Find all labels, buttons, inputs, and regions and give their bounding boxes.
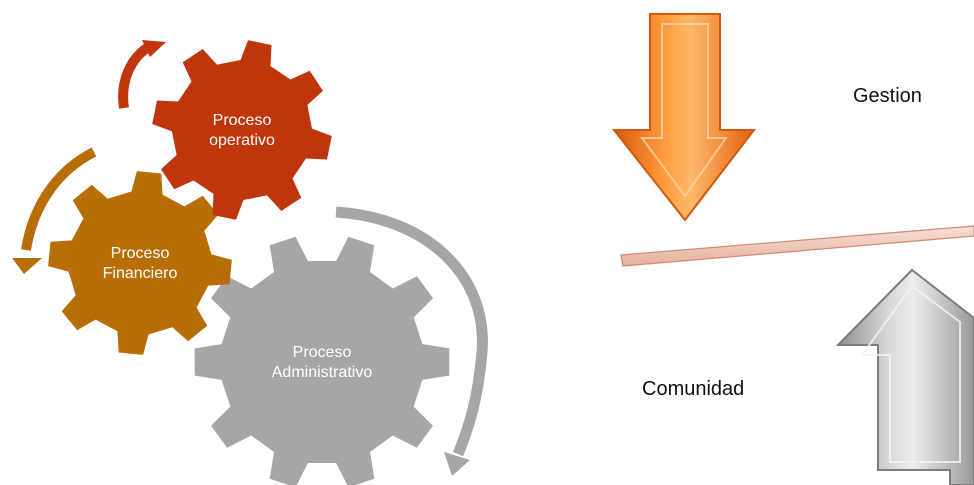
- cycle-arrows: [12, 40, 488, 476]
- up-arrow-body: [835, 268, 974, 485]
- gear-operativo: Proceso operativo: [152, 40, 332, 220]
- comunidad-label: Comunidad: [642, 378, 745, 400]
- gear-administrativo-shape: [194, 236, 450, 485]
- cycle-arrow-grey-head: [444, 452, 470, 476]
- cycle-arrow-red: [118, 41, 153, 109]
- up-arrow: [835, 268, 974, 485]
- gear-administrativo-label-line: Proceso: [293, 344, 352, 361]
- cycle-arrow-grey: [335, 206, 488, 457]
- balance-beam: [620, 225, 974, 267]
- gear-financiero-label-line: Proceso: [111, 245, 170, 262]
- down-arrow-body: [611, 13, 757, 222]
- down-arrow-bevel: [640, 23, 728, 198]
- gear-operativo-label-line: Proceso: [213, 112, 272, 129]
- up-arrow-bevel: [860, 284, 961, 463]
- gestion-label: Gestion: [853, 85, 922, 107]
- cycle-arrow-red-head: [142, 40, 166, 57]
- gear-operativo-shape: [152, 40, 332, 220]
- gear-financiero-label-line: Financiero: [103, 265, 178, 282]
- cycle-arrow-amber-head: [12, 258, 42, 274]
- down-arrow: [611, 13, 757, 222]
- gear-operativo-label-line: operativo: [209, 132, 275, 149]
- gear-financiero-shape: [48, 171, 232, 355]
- gears: ProcesoAdministrativoProcesoFinancieroPr…: [48, 40, 450, 485]
- cycle-arrow-amber: [21, 147, 97, 251]
- gear-administrativo-label-line: Administrativo: [272, 364, 373, 381]
